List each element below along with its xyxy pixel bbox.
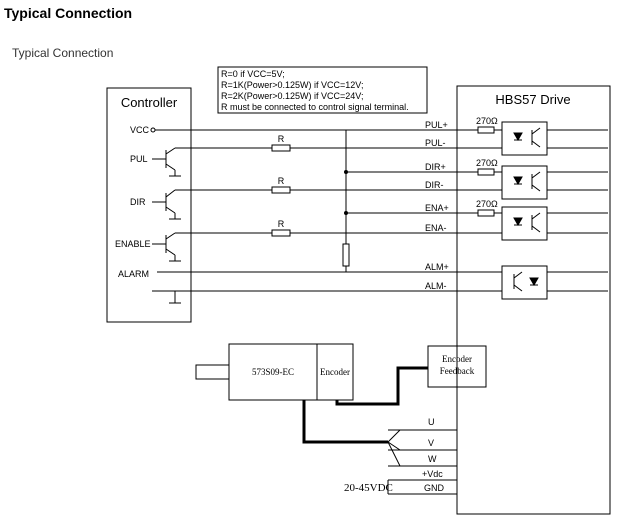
controller-title: Controller (121, 95, 178, 110)
vdc-label: +Vdc (422, 469, 443, 479)
w-label: W (428, 454, 437, 464)
alm-optocoupler (501, 265, 548, 300)
encoder-feedback-line-1: Encoder (442, 354, 472, 364)
dir-resistor-label: R (278, 176, 285, 186)
encoder-feedback-line-2: Feedback (440, 366, 475, 376)
pul-internal-resistor (477, 126, 495, 134)
alm-neg-label: ALM- (425, 281, 447, 291)
ena-resistor-label: R (278, 219, 285, 229)
ena-internal-resistor (477, 209, 495, 217)
ena-optocoupler (501, 206, 548, 241)
pul-optocoupler (501, 121, 548, 156)
pul-resistor-label: R (278, 134, 285, 144)
enable-label: ENABLE (115, 239, 151, 249)
drive-title: HBS57 Drive (495, 92, 570, 107)
dir-internal-resistor (477, 168, 495, 176)
note-box (217, 66, 428, 114)
note-line-1: R=0 if VCC=5V; (221, 69, 285, 79)
dir-optocoupler (501, 165, 548, 200)
ena-pos-label: ENA+ (425, 203, 449, 213)
dir-neg-label: DIR- (425, 180, 444, 190)
alm-pos-label: ALM+ (425, 262, 449, 272)
power-label: 20-45VDC (344, 482, 393, 494)
pul-resistor (271, 144, 291, 152)
pul-internal-resistor-label: 270Ω (476, 116, 498, 126)
motor-model-label: 573S09-EC (252, 367, 294, 377)
note-line-4: R must be connected to control signal te… (221, 102, 409, 112)
note-line-3: R=2K(Power>0.125W) if VCC=24V; (221, 91, 363, 101)
ena-internal-resistor-label: 270Ω (476, 199, 498, 209)
gnd-label: GND (424, 483, 445, 493)
pul-neg-label: PUL- (425, 138, 446, 148)
vcc-terminal (150, 127, 156, 133)
page-subtitle: Typical Connection (12, 46, 114, 60)
bus-resistor (342, 243, 350, 267)
ena-neg-label: ENA- (425, 223, 447, 233)
dir-internal-resistor-label: 270Ω (476, 158, 498, 168)
motor-encoder-label: Encoder (320, 367, 350, 377)
ena-resistor (271, 229, 291, 237)
pul-pos-label: PUL+ (425, 120, 448, 130)
dir-resistor (271, 186, 291, 194)
page-title: Typical Connection (4, 5, 133, 21)
motor-shaft (195, 364, 230, 380)
alarm-label: ALARM (118, 269, 149, 279)
pul-label: PUL (130, 154, 148, 164)
dir-pos-label: DIR+ (425, 162, 446, 172)
controller-box (106, 87, 192, 323)
dir-label: DIR (130, 197, 146, 207)
vcc-label: VCC (130, 125, 150, 135)
u-label: U (428, 417, 435, 427)
drive-box (456, 85, 611, 515)
note-line-2: R=1K(Power>0.125W) if VCC=12V; (221, 80, 363, 90)
v-label: V (428, 438, 434, 448)
motor-encoder-box (316, 343, 354, 401)
